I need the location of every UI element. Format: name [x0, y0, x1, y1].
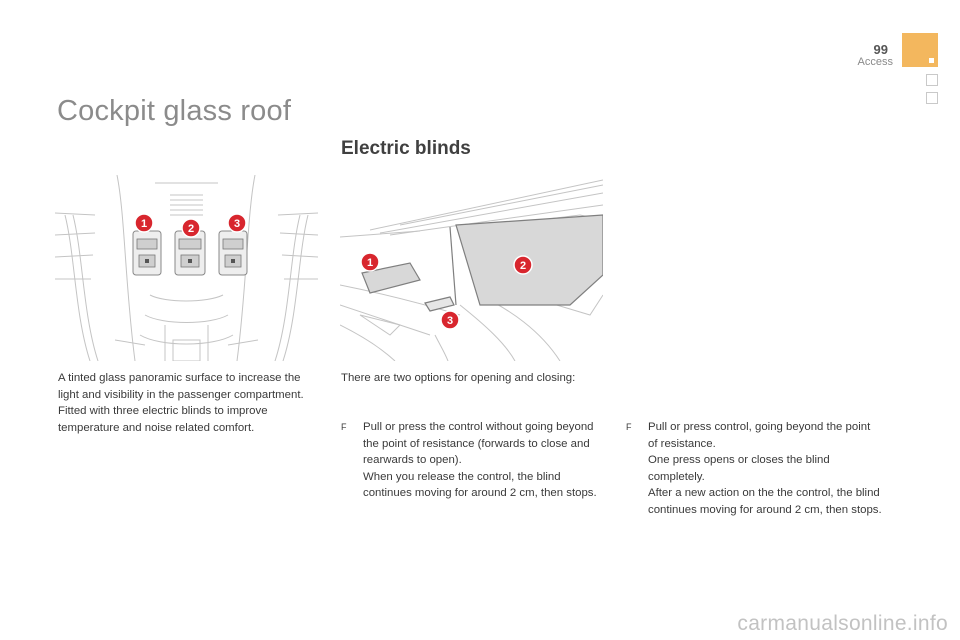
section-name: Access	[857, 56, 893, 68]
bullet-line: Pull or press the control without going …	[363, 421, 594, 467]
bullet-icon: F	[341, 422, 347, 432]
section-title: Electric blinds	[341, 138, 471, 159]
watermark[interactable]: carmanualsonline.info	[737, 612, 948, 635]
callout-1: 1	[141, 218, 147, 230]
glass-roof-illustration: 1 2 3	[340, 179, 603, 361]
section-tab	[902, 33, 938, 67]
bullet-line: After a new action on the the control, t…	[648, 487, 882, 516]
bullet-item: F Pull or press control, going beyond th…	[626, 419, 882, 519]
bullet-item: F Pull or press the control without goin…	[341, 419, 605, 502]
roof-console-illustration: 1 2 3	[55, 175, 318, 361]
bullet-icon: F	[626, 422, 632, 432]
intro-line: A tinted glass panoramic surface to incr…	[58, 372, 304, 401]
callout-2: 2	[188, 223, 194, 235]
bullet-line: When you release the control, the blind …	[363, 470, 597, 500]
callout-3: 3	[447, 315, 453, 327]
page-marker-box	[926, 92, 938, 104]
intro-paragraph: A tinted glass panoramic surface to incr…	[58, 370, 318, 436]
page-marker-box	[926, 74, 938, 86]
bullet-line: Pull or press control, going beyond the …	[648, 421, 871, 450]
callout-2: 2	[520, 260, 526, 272]
callout-3: 3	[234, 218, 240, 230]
callout-1: 1	[367, 257, 373, 269]
tab-dot-icon	[929, 58, 934, 63]
options-intro: There are two options for opening and cl…	[341, 372, 576, 384]
page-number: 99	[873, 42, 888, 57]
bullet-line: One press opens or closes the blind comp…	[648, 454, 830, 483]
intro-line: Fitted with three electric blinds to imp…	[58, 405, 268, 434]
page-title: Cockpit glass roof	[57, 95, 292, 127]
